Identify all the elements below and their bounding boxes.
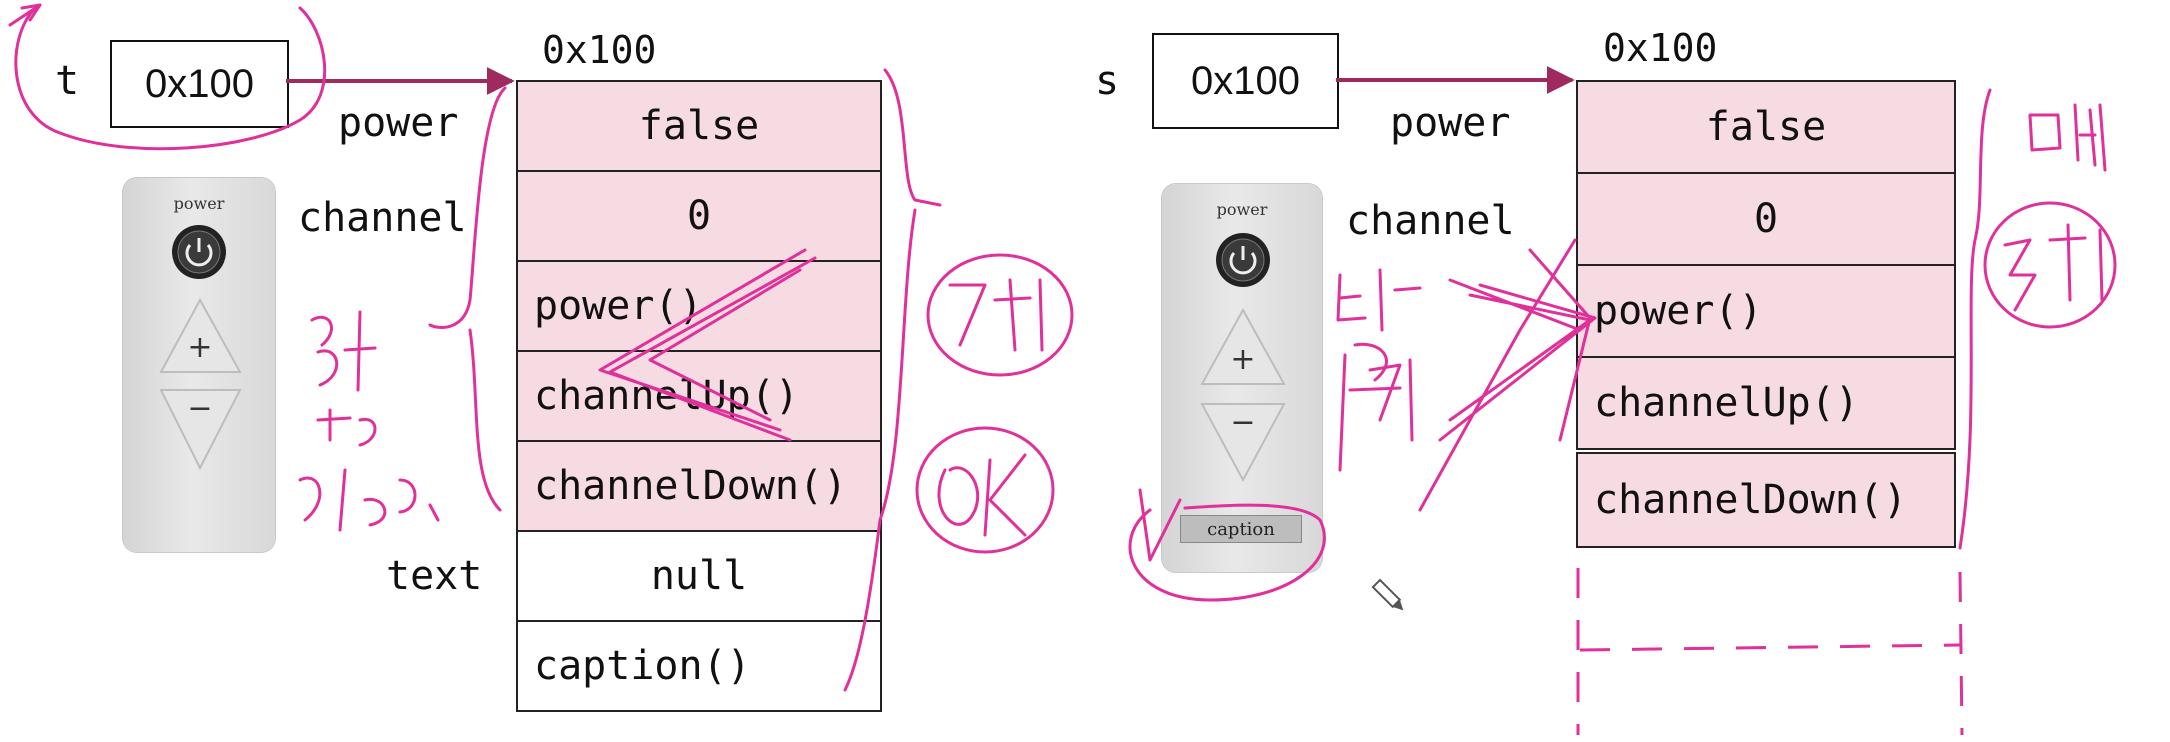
left-remote-power-label: power	[173, 194, 225, 213]
right-table-brace-annotation	[1958, 88, 1992, 550]
right-member-note-annotation	[2028, 103, 2107, 172]
left-channel-down-icon: −	[159, 389, 242, 471]
left-table-brace-annotation	[843, 68, 942, 692]
right-count-text-annotation	[2003, 223, 2104, 312]
left-usage-note-annotation	[298, 310, 440, 532]
right-cell-channeldown-method: channelDown()	[1576, 452, 1956, 548]
right-remote-minus: −	[1230, 405, 1255, 440]
left-ok-text-annotation	[937, 453, 1027, 537]
right-button-note-annotation	[1336, 268, 1422, 472]
right-cell-channelup-method: channelUp()	[1576, 356, 1956, 450]
left-count-text-annotation	[948, 278, 1044, 352]
left-reference-box: 0x100	[110, 40, 289, 128]
left-cell-channeldown-method: channelDown()	[516, 440, 882, 532]
left-label-channel: channel	[298, 195, 467, 241]
left-remote-minus: −	[187, 391, 212, 426]
right-crossout-annotation	[1418, 238, 1597, 512]
right-remote-power-label: power	[1216, 200, 1268, 219]
left-crossout-annotation	[598, 248, 817, 442]
left-label-power: power	[338, 100, 459, 146]
right-address-label: 0x100	[1603, 26, 1718, 70]
left-address-label: 0x100	[542, 28, 657, 72]
right-label-channel: channel	[1346, 198, 1515, 244]
right-reference-box: 0x100	[1152, 33, 1339, 129]
right-channel-up-icon: +	[1200, 307, 1286, 385]
right-power-icon	[1216, 233, 1270, 287]
left-label-text: text	[386, 553, 483, 599]
right-count-circle-annotation	[1983, 201, 2117, 329]
left-var-name: t	[55, 58, 80, 104]
left-cell-channelup-method: channelUp()	[516, 350, 882, 442]
pencil-cursor-icon	[1371, 578, 1404, 611]
left-top-arrow-annotation	[8, 3, 42, 27]
right-channel-down-icon: −	[1200, 403, 1286, 483]
left-power-icon	[172, 225, 226, 279]
left-ok-circle-annotation	[915, 426, 1055, 554]
right-var-name: s	[1095, 58, 1120, 104]
left-brace-annotation	[428, 86, 507, 512]
right-label-power: power	[1390, 100, 1511, 146]
left-remote-plus: +	[187, 330, 212, 365]
left-count-circle-annotation	[926, 253, 1074, 377]
right-reference-value: 0x100	[1191, 58, 1300, 103]
left-channel-up-icon: +	[159, 297, 242, 373]
left-cell-caption-method: caption()	[516, 620, 882, 712]
left-reference-value: 0x100	[145, 61, 254, 106]
left-var-circle-annotation	[14, 6, 327, 151]
right-missing-members-outline	[1576, 568, 1964, 736]
right-remote-plus: +	[1230, 342, 1255, 377]
right-cell-power-method: power()	[1576, 264, 1956, 358]
right-remote-caption-button: caption	[1180, 515, 1302, 543]
right-caption-circle-annotation	[1128, 503, 1326, 602]
right-caption-arrow-annotation	[1138, 488, 1182, 562]
